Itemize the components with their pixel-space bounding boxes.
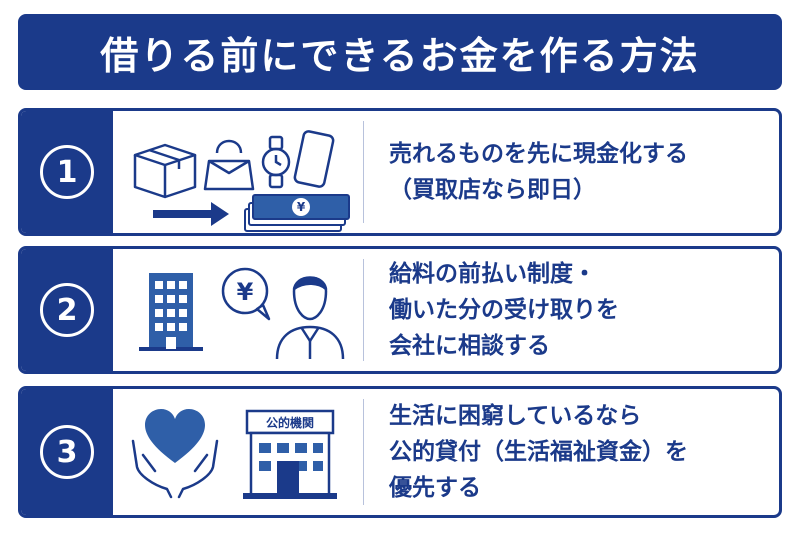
smartphone-icon [293,130,335,188]
divider [363,399,364,505]
arrow-right-icon [153,202,229,226]
method-line: （買取店なら即日） [389,177,596,203]
number-badge: 1 [40,145,94,199]
method-line: 会社に相談する [389,333,550,359]
method-line: 働いた分の受け取りを [389,297,619,323]
yen-banknotes-icon: ¥ [244,194,350,232]
number-badge: 2 [40,283,94,337]
title-banner: 借りる前にできるお金を作る方法 [18,14,782,90]
method-row-3: 3 公的機関 [18,386,782,518]
method-row-1: 1 [18,108,782,236]
number-panel: 1 [21,111,113,233]
number-panel: 2 [21,249,113,371]
building-sign: 公的機関 [266,415,314,430]
method-row-2: 2 ¥ [18,246,782,374]
method-line: 給料の前払い制度・ [389,261,596,287]
icon-area: ¥ [113,249,363,371]
box-icon [133,143,197,199]
method-line: 公的貸付（生活福祉資金）を [389,439,688,465]
yen-speech-bubble-icon: ¥ [221,267,271,321]
method-line: 生活に困窮しているなら [389,403,642,429]
page-title: 借りる前にできるお金を作る方法 [100,33,700,78]
method-text: 給料の前払い制度・ 働いた分の受け取りを 会社に相談する [389,249,769,371]
person-icon [275,276,345,360]
yen-symbol: ¥ [297,200,306,214]
handbag-icon [203,139,255,191]
heart-in-hands-icon [131,409,219,499]
public-institution-building-icon: 公的機関 [243,409,337,499]
office-building-icon [139,273,203,351]
yen-symbol: ¥ [237,278,254,306]
divider [363,259,364,361]
number-badge: 3 [40,425,94,479]
number-panel: 3 [21,389,113,515]
icon-area: ¥ [113,111,363,233]
divider [363,121,364,223]
method-text: 生活に困窮しているなら 公的貸付（生活福祉資金）を 優先する [389,389,769,515]
icon-area: 公的機関 [113,389,363,515]
method-line: 優先する [389,475,481,501]
method-text: 売れるものを先に現金化する （買取店なら即日） [389,111,769,233]
method-line: 売れるものを先に現金化する [389,141,688,167]
wristwatch-icon [261,135,291,189]
